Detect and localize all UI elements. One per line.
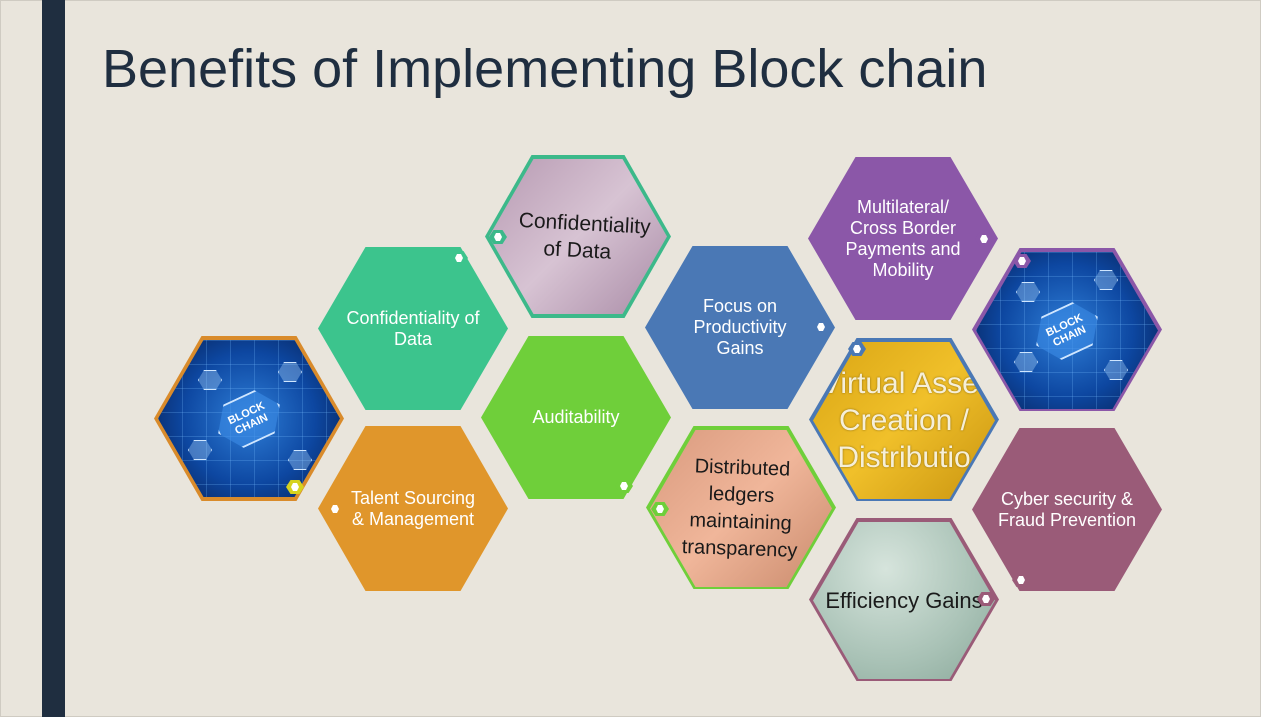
hex-label: Multilateral/ Cross Border Payments and … [845,196,961,280]
connector-dot [977,592,995,606]
slide-title: Benefits of Implementing Block chain [102,39,988,99]
hex-label: Auditability [532,407,620,427]
connector-dot [326,502,344,516]
connector-dot [848,342,866,356]
connector-dot [286,480,304,494]
hex-multilateral-payments: Multilateral/ Cross Border Payments and … [808,157,998,320]
accent-bar [42,0,65,717]
hex-auditability: Auditability [481,336,671,499]
connector-dot [975,232,993,246]
connector-dot [1013,254,1031,268]
photo-caption: Efficiency Gains [825,588,983,613]
blockchain-image-left: BLOCK CHAIN [154,336,344,501]
hex-efficiency-gains-photo: Efficiency Gains [809,518,999,681]
hex-label: Focus on Productivity Gains [693,296,787,358]
hex-label: Talent Sourcing & Management [350,487,476,529]
photo-caption: Virtual Asset Creation / Distributio [820,367,988,474]
connector-dot [489,230,507,244]
connector-dot [812,320,830,334]
connector-dot [1012,573,1030,587]
hex-label: Cyber security & Fraud Prevention [997,488,1137,530]
photo-caption: Confidentiality of Data [518,208,652,264]
connector-dot [651,502,669,516]
hex-label: Confidentiality of Data [346,307,480,349]
photo-caption: Distributed ledgers maintaining transpar… [681,454,798,562]
hex-distributed-ledgers-photo: Distributed ledgers maintaining transpar… [646,426,836,589]
hex-productivity-gains: Focus on Productivity Gains [645,246,835,409]
connector-dot [450,251,468,265]
connector-dot [615,479,633,493]
hex-virtual-asset-photo: Virtual Asset Creation / Distributio [809,338,999,501]
